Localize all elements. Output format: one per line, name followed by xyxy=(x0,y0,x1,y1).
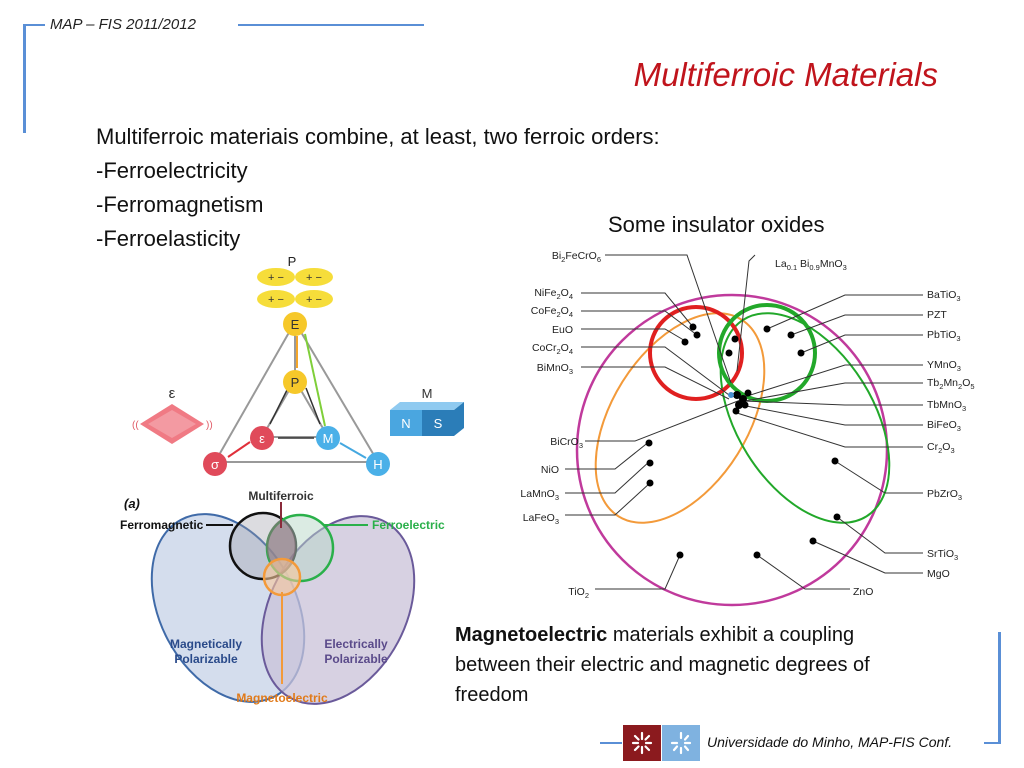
svg-text:H: H xyxy=(373,457,382,472)
oxide-label: CoFe2O4 xyxy=(531,305,573,319)
electrically-label-line2: Polarizable xyxy=(324,652,388,666)
svg-text:+ −: + − xyxy=(268,294,284,306)
oxide-label: EuO xyxy=(552,324,573,336)
svg-text:E: E xyxy=(291,317,300,332)
magnet-block-icon: M N S xyxy=(390,386,464,436)
node-sigma: σ xyxy=(203,452,227,476)
frame-top-horizontal xyxy=(238,24,424,26)
university-emblem-icon xyxy=(631,731,653,755)
oxide-label: Tb2Mn2O5 xyxy=(927,377,975,391)
university-logo xyxy=(623,725,661,761)
oxide-label: SrTiO3 xyxy=(927,548,958,562)
svg-text:M: M xyxy=(323,431,334,446)
oxide-label: PbTiO3 xyxy=(927,329,961,343)
oxide-label: PZT xyxy=(927,309,947,321)
node-epsilon: ε xyxy=(250,426,274,450)
oxide-label: TbMnO3 xyxy=(927,399,966,413)
school-logo xyxy=(662,725,700,761)
svg-text:((: (( xyxy=(132,420,139,431)
oxide-label: BiFeO3 xyxy=(927,419,961,433)
oxide-label-top: La0.1 Bi0.9MnO3 xyxy=(775,258,847,272)
strain-diamond-icon: ε (( )) xyxy=(132,385,213,444)
ferroic-coupling-figure: P + − + − + − + − E P ε M xyxy=(132,254,464,476)
ferromagnets-circle xyxy=(648,305,744,401)
magnetically-label-line2: Polarizable xyxy=(174,652,238,666)
svg-text:+ −: + − xyxy=(268,272,284,284)
bullet-ferroelasticity: -Ferroelasticity xyxy=(96,226,241,251)
oxide-label: BiMnO3 xyxy=(537,362,573,376)
node-E: E xyxy=(283,312,307,336)
oxide-label: PbZrO3 xyxy=(927,488,962,502)
slide-title: Multiferroic Materials xyxy=(633,56,938,93)
frame-bottom-right-horizontal xyxy=(984,742,1000,744)
svg-text:ε: ε xyxy=(169,385,176,402)
insulator-oxides-diagram: Bi2FeCrO6 NiFe2O4 CoFe2O4 EuO CoCr2O4 Bi… xyxy=(520,250,975,607)
magnetoelectric-description: Magnetoelectric materials exhibit a coup… xyxy=(455,620,935,710)
svg-text:M: M xyxy=(422,386,433,401)
node-M: M xyxy=(316,426,340,450)
electric-ellipse xyxy=(719,312,891,524)
oxide-label: Cr2O3 xyxy=(927,441,955,455)
oxide-label: ZnO xyxy=(853,586,873,598)
frame-top-left-vertical xyxy=(23,25,26,133)
oxide-label: MgO xyxy=(927,568,950,580)
ferroelectrics-circle xyxy=(717,303,817,403)
oxide-label: NiO xyxy=(541,464,559,476)
svg-text:+ −: + − xyxy=(306,294,322,306)
svg-text:ε: ε xyxy=(259,431,265,446)
multiferroic-label: Multiferroic xyxy=(248,489,314,503)
oxide-label: Bi2FeCrO6 xyxy=(552,250,601,264)
node-P: P xyxy=(283,370,307,394)
bullet-ferroelectricity: -Ferroelectricity xyxy=(96,158,248,183)
svg-text:P: P xyxy=(291,375,300,390)
svg-text:+ −: + − xyxy=(306,272,322,284)
oxide-label: LaFeO3 xyxy=(523,512,559,526)
magnetically-label: Magnetically xyxy=(170,637,242,651)
magnetic-ellipse xyxy=(594,312,766,524)
frame-bottom-right-vertical xyxy=(998,632,1001,744)
intro-line: Multiferroic materiais combine, at least… xyxy=(96,124,660,149)
oxide-label: TiO2 xyxy=(568,586,589,600)
svg-text:S: S xyxy=(434,416,443,431)
frame-top-left-horizontal-a xyxy=(23,24,45,26)
oxide-label: CoCr2O4 xyxy=(532,342,573,356)
svg-text:N: N xyxy=(401,416,410,431)
description-text: materials exhibit a coupling between the… xyxy=(455,624,870,706)
svg-text:)): )) xyxy=(206,420,213,431)
bullet-ferromagnetism: -Ferromagnetism xyxy=(96,192,264,217)
magnetoelectric-label: Magnetoelectric xyxy=(236,691,328,705)
electrically-label: Electrically xyxy=(324,637,388,651)
charge-ellipses: + − + − + − + − xyxy=(257,268,333,308)
footer-text: Universidade do Minho, MAP-FIS Conf. xyxy=(707,734,953,750)
description-bold: Magnetoelectric xyxy=(455,624,608,646)
panel-label: (a) xyxy=(124,496,140,511)
magnetoelectric-circle xyxy=(262,557,302,597)
oxide-label: BaTiO3 xyxy=(927,289,961,303)
ferromagnetic-label: Ferromagnetic xyxy=(120,518,204,532)
ferroelectric-label: Ferroelectric xyxy=(372,518,445,532)
insulators-circle xyxy=(575,293,889,607)
oxides-caption: Some insulator oxides xyxy=(608,212,825,237)
svg-text:σ: σ xyxy=(211,457,219,472)
node-H: H xyxy=(366,452,390,476)
oxide-label: YMnO3 xyxy=(927,359,961,373)
oxide-label: LaMnO3 xyxy=(520,488,559,502)
oxide-label: NiFe2O4 xyxy=(534,287,573,301)
polarization-label: P xyxy=(288,254,297,269)
oxide-label: BiCrO3 xyxy=(550,436,583,450)
multiferroic-venn-figure: (a) Multiferroic Ferromagnetic Ferroelec… xyxy=(120,489,445,705)
intro-text: Multiferroic materiais combine, at least… xyxy=(96,120,660,256)
course-label: MAP – FIS 2011/2012 xyxy=(50,16,196,33)
frame-bottom-horizontal xyxy=(600,742,622,744)
school-emblem-icon xyxy=(670,731,692,755)
